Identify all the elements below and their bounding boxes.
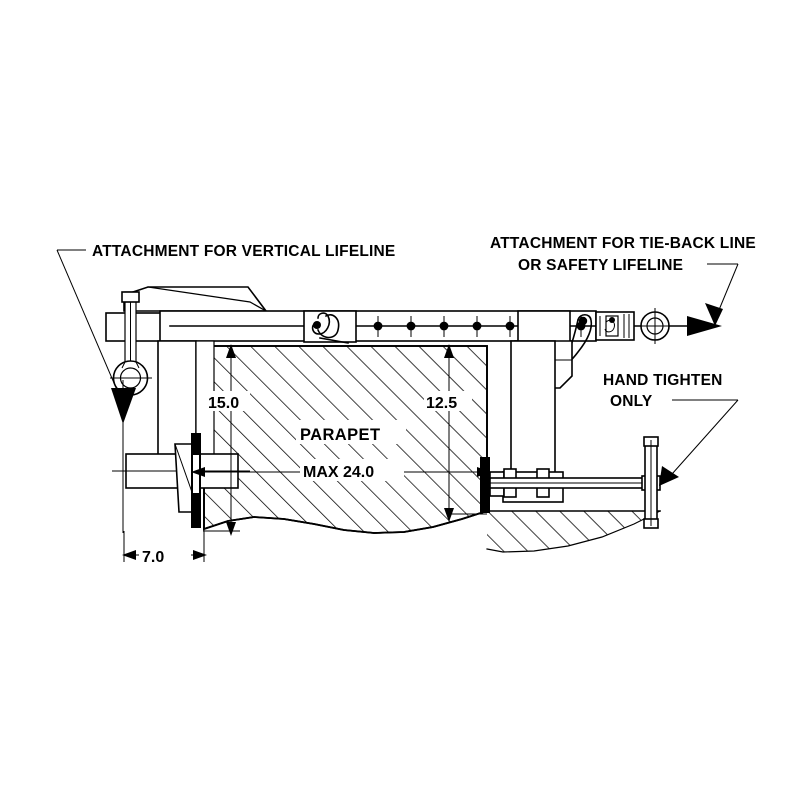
bolt-hole — [439, 316, 449, 337]
dimension-max-width: MAX 24.0 — [191, 459, 491, 481]
bolt-hole — [406, 316, 416, 337]
clamp-screw-assembly — [480, 436, 661, 529]
parapet-label-group: PARAPET — [296, 420, 406, 444]
beam-saddle-fold-line — [147, 286, 267, 312]
dim-right-height-label: 12.5 — [426, 395, 457, 412]
arrowhead-right-icon — [687, 316, 722, 336]
arrowhead-left-icon — [122, 550, 136, 560]
dim-125-text-mask — [424, 391, 472, 411]
vertical-lifeline-eye-assembly — [110, 291, 152, 396]
main-beam-assembly — [105, 286, 649, 375]
roof-slab-section — [486, 510, 661, 553]
bolt-hole — [472, 316, 482, 337]
dim-left-height-label: 15.0 — [208, 395, 239, 412]
annotation-vertical-lifeline: ATTACHMENT FOR VERTICAL LIFELINE — [56, 243, 395, 533]
dim-offset-label: 7.0 — [142, 549, 164, 566]
bolt-hole — [373, 316, 383, 337]
annotation-tie-back: ATTACHMENT FOR TIE-BACK LINE OR SAFETY L… — [490, 235, 756, 326]
dim-7-text-mask — [139, 544, 191, 566]
arrowhead-right-icon — [193, 550, 207, 560]
safety-pin-left — [311, 312, 349, 344]
beam-right-collar — [517, 310, 571, 343]
roof-break-line-right — [486, 510, 661, 553]
arrowhead-down-icon — [705, 303, 723, 326]
left-clamp-jaw — [112, 340, 250, 528]
left-clamp-pad-slot — [193, 455, 199, 493]
arrowhead-up-icon — [226, 344, 236, 358]
tie-back-ring-assembly — [595, 308, 722, 344]
arrowhead-right-icon — [477, 467, 491, 477]
parapet-label-mask — [296, 420, 406, 444]
arrowhead-down-left-icon — [659, 466, 679, 486]
vertical-lifeline-label: ATTACHMENT FOR VERTICAL LIFELINE — [92, 243, 395, 260]
dim-15-text-mask — [206, 391, 250, 411]
bolt-hole — [505, 316, 515, 337]
tie-back-label-line2: OR SAFETY LIFELINE — [518, 257, 683, 274]
right-clamp-pad — [480, 457, 490, 513]
beam-left-saddle — [123, 286, 268, 312]
dim-24-text-mask — [300, 459, 404, 481]
hand-tighten-label-line1: HAND TIGHTEN — [603, 372, 723, 389]
arrowhead-down-icon — [111, 388, 136, 424]
hand-tighten-label-line2: ONLY — [610, 393, 653, 410]
leader-line-hand-tighten-diagonal — [663, 399, 739, 484]
arrowhead-down-icon — [226, 522, 236, 536]
annotation-hand-tighten: HAND TIGHTEN ONLY — [603, 372, 739, 486]
dim-max-width-label: MAX 24.0 — [303, 464, 374, 481]
arrowhead-up-icon — [444, 344, 454, 358]
dimension-left-height: 15.0 — [206, 344, 250, 536]
dimension-right-height: 12.5 — [424, 344, 487, 522]
tieback-clevis-inner — [605, 315, 619, 337]
arrowhead-down-icon — [444, 508, 454, 522]
tie-back-label-line1: ATTACHMENT FOR TIE-BACK LINE — [490, 235, 756, 252]
dimension-offset: 7.0 — [122, 498, 207, 566]
break-line-bottom — [203, 510, 488, 534]
eye-bolt-top-nut — [121, 291, 140, 303]
roof-slab-hatch — [487, 511, 660, 552]
arrowhead-left-icon — [191, 467, 205, 477]
leader-line-left-diagonal — [56, 249, 124, 405]
parapet-label: PARAPET — [300, 426, 380, 444]
